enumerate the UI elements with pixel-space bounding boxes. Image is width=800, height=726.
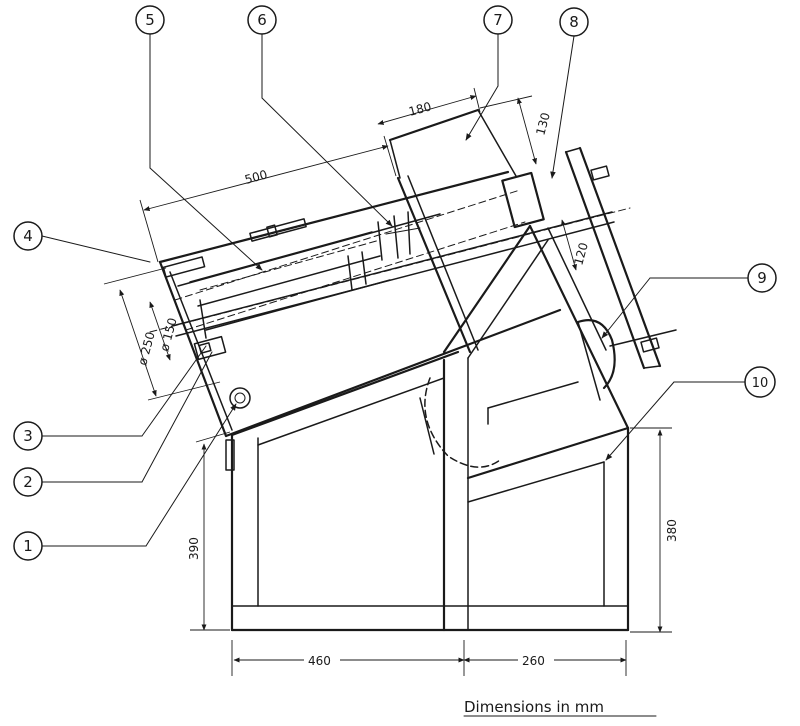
caption-dimensions: Dimensions in mm xyxy=(464,698,604,716)
svg-text:5: 5 xyxy=(145,11,155,29)
callout-6: 6 xyxy=(247,5,393,227)
callout-4: 4 xyxy=(13,221,151,263)
dim-250: ø 250 xyxy=(135,330,157,367)
svg-text:2: 2 xyxy=(23,473,33,491)
dim-180: 180 xyxy=(407,99,433,118)
svg-text:3: 3 xyxy=(23,427,33,445)
svg-text:6: 6 xyxy=(257,11,267,29)
dim-460: 460 xyxy=(308,654,331,668)
dim-390: 390 xyxy=(187,537,201,560)
feed-hopper xyxy=(388,108,517,179)
dim-380: 380 xyxy=(665,519,679,542)
callouts: 1 2 3 4 5 xyxy=(13,5,777,561)
svg-text:7: 7 xyxy=(493,11,503,29)
caption-group: Dimensions in mm xyxy=(463,698,657,717)
callout-10: 10 xyxy=(605,366,776,461)
callout-8: 8 xyxy=(550,7,589,179)
svg-text:1: 1 xyxy=(23,537,33,555)
svg-text:4: 4 xyxy=(23,227,33,245)
svg-text:9: 9 xyxy=(757,269,767,287)
callout-9: 9 xyxy=(601,263,777,339)
callout-2: 2 xyxy=(13,351,213,497)
drive-assembly xyxy=(419,146,677,468)
callout-7: 7 xyxy=(465,5,513,141)
dim-120: 120 xyxy=(571,241,590,267)
svg-text:8: 8 xyxy=(569,13,579,31)
callout-5: 5 xyxy=(135,5,263,271)
dim-500: 500 xyxy=(243,167,269,186)
callout-3: 3 xyxy=(13,345,207,451)
callout-1: 1 xyxy=(13,403,237,561)
dim-150: ø 150 xyxy=(157,316,179,353)
dimension-labels: 500 180 130 120 ø 250 ø 150 390 380 460 … xyxy=(135,99,679,668)
dim-130: 130 xyxy=(533,111,552,137)
drum-assembly xyxy=(149,170,631,438)
dimension-lines xyxy=(103,87,672,676)
dim-260: 260 xyxy=(522,654,545,668)
svg-text:10: 10 xyxy=(752,376,769,391)
